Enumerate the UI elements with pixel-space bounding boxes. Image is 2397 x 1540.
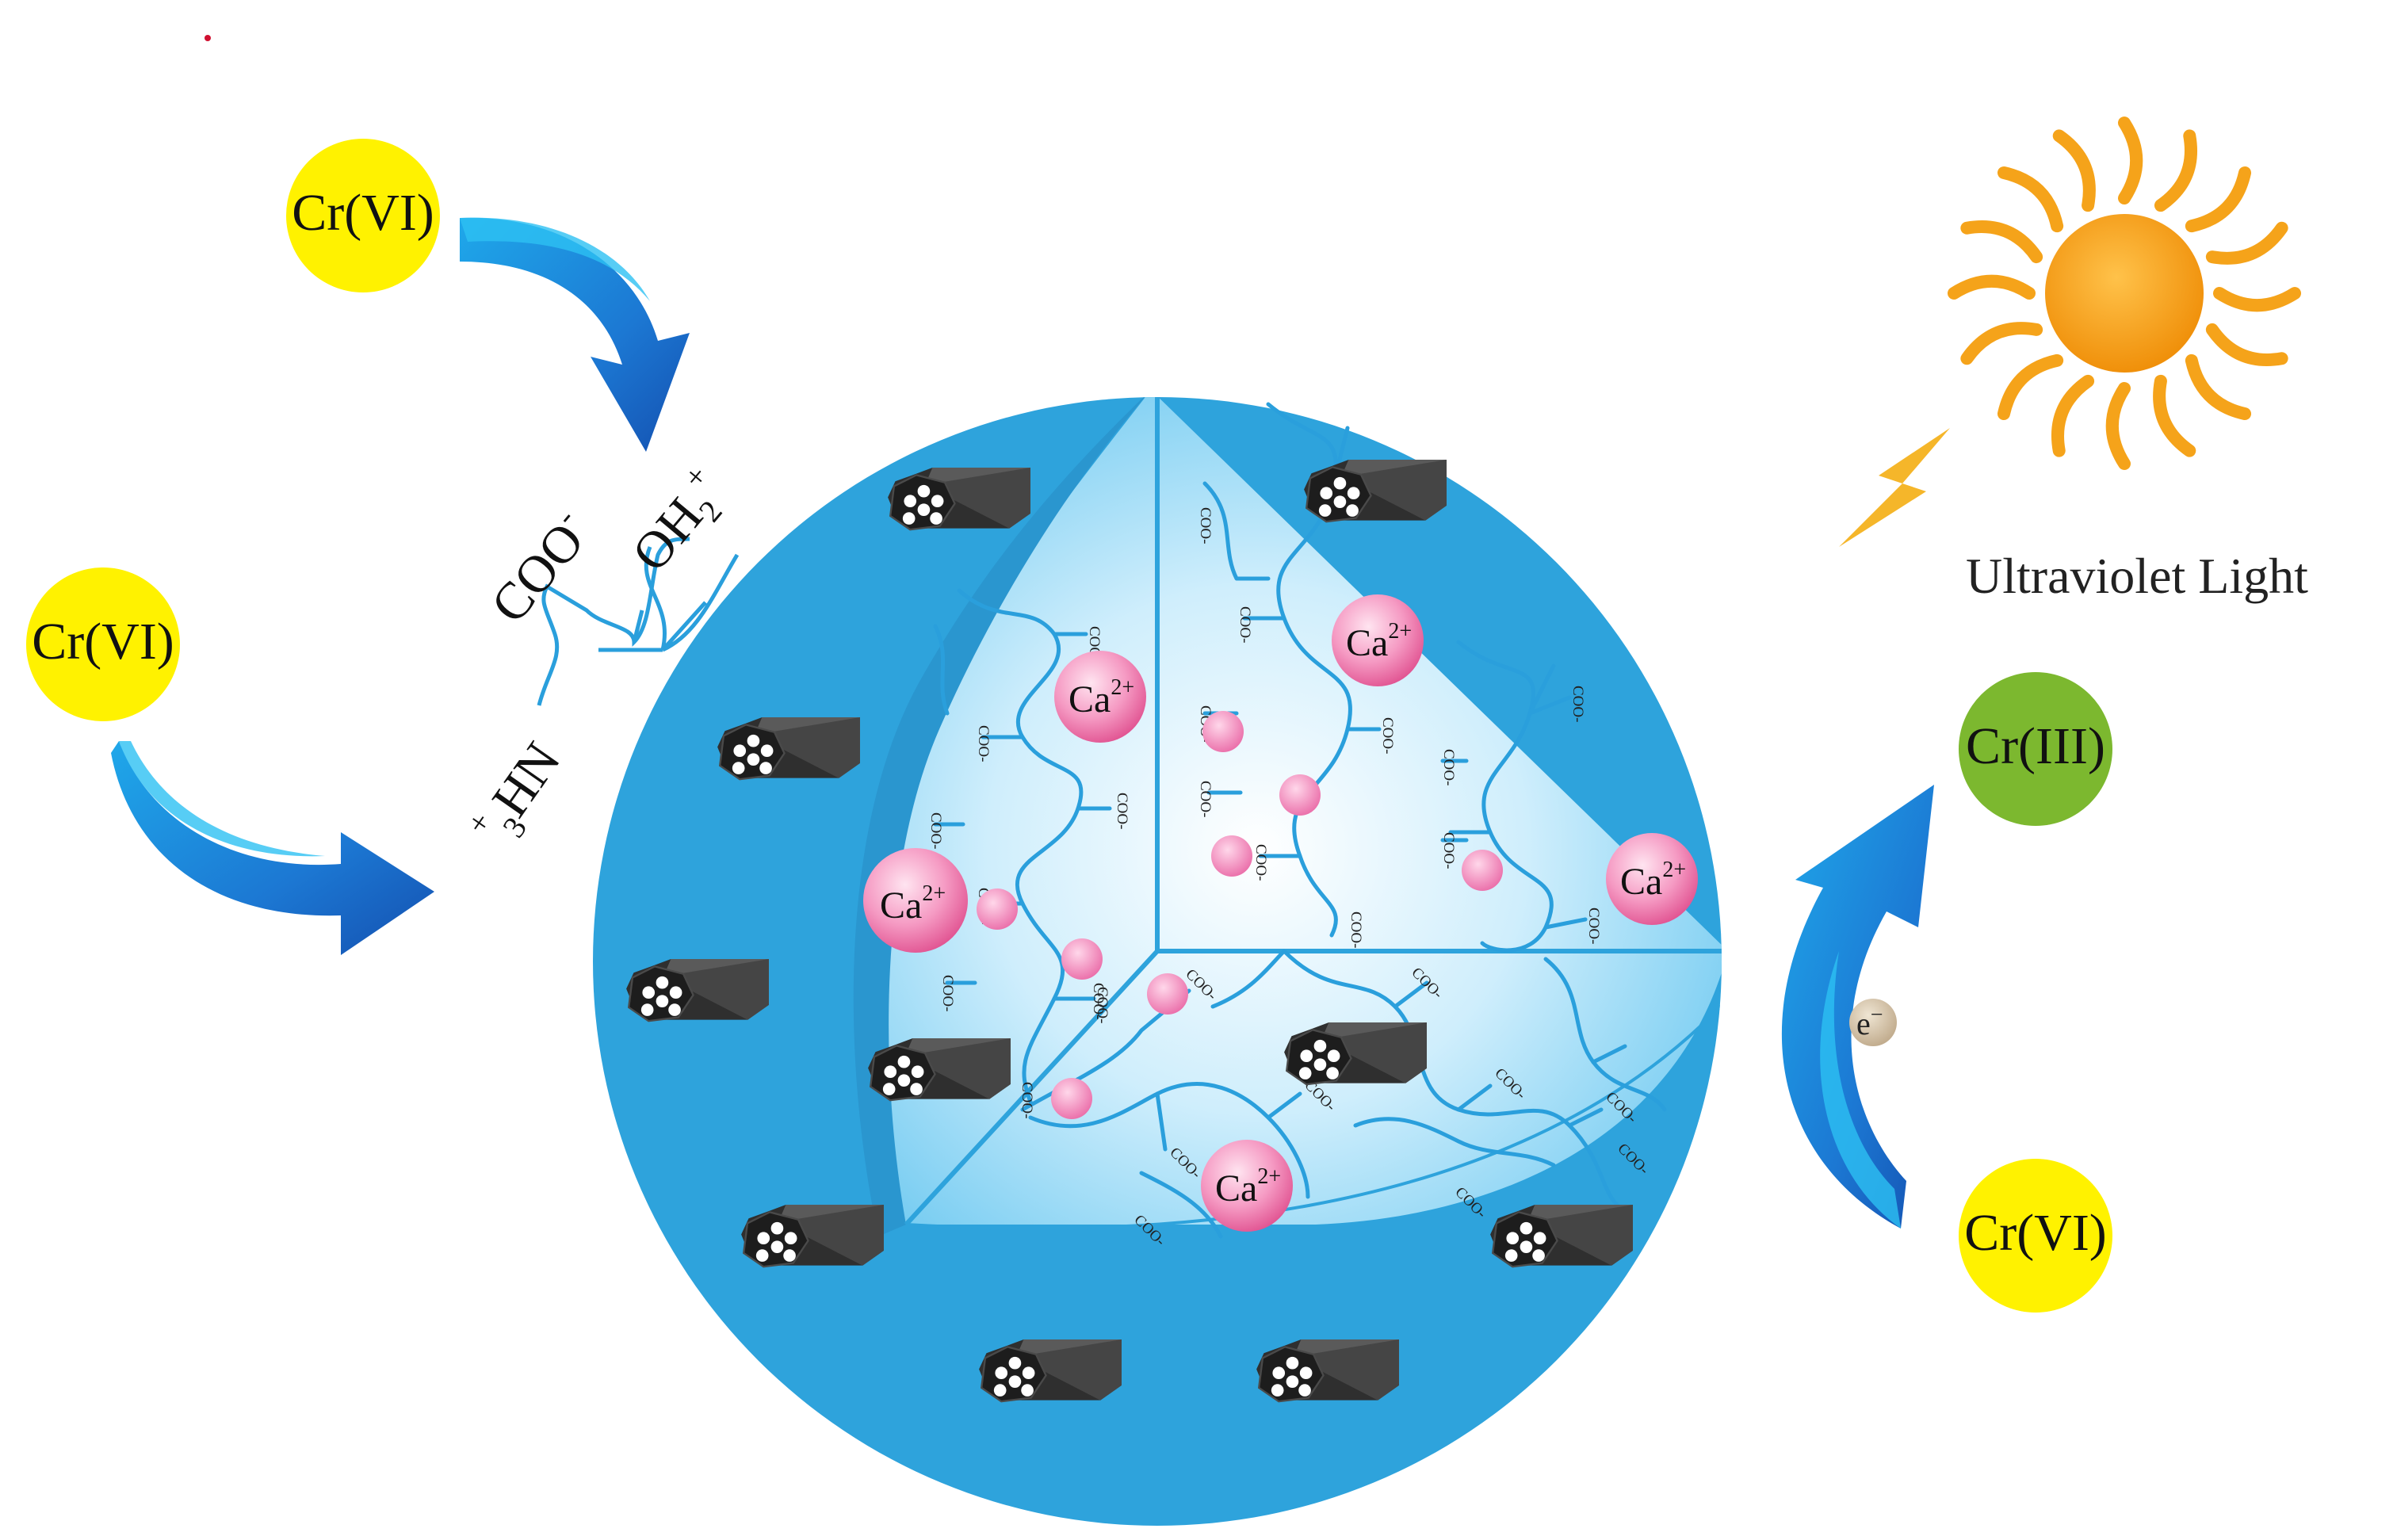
ca-ion: Ca2+ <box>1606 833 1698 925</box>
sun-ray <box>2185 353 2252 421</box>
sun-ray <box>2105 382 2131 470</box>
electron: e− <box>1849 999 1897 1046</box>
sun-ray <box>2153 374 2196 457</box>
sun-ray <box>1997 353 2064 421</box>
coo-small-label: COO- <box>1197 507 1214 544</box>
stray-dot <box>205 35 211 41</box>
coo-small-label: COO- <box>1440 749 1457 785</box>
adsorption-arrow-left <box>111 741 434 955</box>
carbon-nanotube-icon <box>1284 1022 1427 1086</box>
coo-label: COO- <box>476 501 602 634</box>
coo-small-label: COO- <box>1348 911 1364 948</box>
ca-ion: Ca2+ <box>863 848 968 953</box>
carbon-nanotube-icon <box>741 1205 884 1268</box>
svg-text:Ca2+: Ca2+ <box>1620 858 1686 903</box>
carbon-nanotube-icon <box>868 1038 1011 1102</box>
calcium-ions: Ca2+ Ca2+ Ca2+ Ca2+ Ca2+ <box>863 594 1698 1232</box>
coo-small-label: COO- <box>1197 781 1214 817</box>
sun-ray <box>2205 323 2288 366</box>
sphere-cut-edge <box>853 397 1151 1236</box>
sun-ray <box>2205 221 2288 265</box>
sun-ray <box>1997 166 2064 233</box>
svg-text:Ca2+: Ca2+ <box>1346 619 1412 664</box>
coo-small-label: COO- <box>939 975 956 1011</box>
uv-light-label: Ultraviolet Light <box>1966 548 2308 604</box>
svg-text:Ca2+: Ca2+ <box>1215 1164 1281 1209</box>
lightning-icon <box>1839 428 1950 547</box>
coo-small-label: COO- <box>1569 686 1586 722</box>
sun-ray <box>1960 322 2043 365</box>
carbon-nanotube-icon <box>626 959 769 1022</box>
svg-text:Cr(III): Cr(III) <box>1966 717 2105 775</box>
cr3-ion: Cr(III) <box>1959 672 2112 826</box>
ca-ion: Ca2+ <box>1332 594 1424 686</box>
carbon-nanotube-icon <box>888 468 1030 531</box>
sun-ray <box>2185 166 2252 233</box>
coo-small-label: COO- <box>1090 983 1107 1019</box>
coo-small-label: COO- <box>1252 844 1269 881</box>
sun-ray <box>2154 129 2197 212</box>
coo-small-label: COO- <box>1379 717 1396 754</box>
carbon-nanotube-icon <box>979 1339 1122 1403</box>
sun-ray <box>2118 117 2143 204</box>
coo-small-label: COO- <box>927 812 944 849</box>
svg-text:Cr(VI): Cr(VI) <box>32 613 174 671</box>
adsorption-arrow-top <box>460 217 690 452</box>
carbon-nanotube-icon <box>1256 1339 1399 1403</box>
coo-small-label: COO- <box>1440 832 1457 869</box>
calcium-dots <box>977 711 1503 1119</box>
coo-small-label: COO- <box>1094 987 1111 1023</box>
coo-small-label: COO- <box>1019 1082 1035 1118</box>
coo-small-label: COO- <box>1237 606 1253 643</box>
nh3-label: +3HN <box>459 730 577 858</box>
cr6-ion-left: Cr(VI) <box>26 567 180 721</box>
sun-ray <box>2213 287 2301 312</box>
sun-ray <box>1960 220 2043 264</box>
ca-ion: Ca2+ <box>1054 651 1146 743</box>
carbon-nanotube-icon <box>1304 460 1447 523</box>
svg-text:Cr(VI): Cr(VI) <box>292 184 434 242</box>
svg-text:Ca2+: Ca2+ <box>880 881 946 927</box>
sun-ray <box>2051 374 2095 457</box>
coo-small-label: COO- <box>1585 908 1602 944</box>
sun-icon <box>1948 117 2301 470</box>
cr6-ion-top: Cr(VI) <box>286 139 440 292</box>
cr6-ion-right: Cr(VI) <box>1959 1159 2112 1313</box>
coo-small-label: COO- <box>975 725 992 762</box>
carbon-nanotube-icon <box>717 717 860 781</box>
svg-text:Cr(VI): Cr(VI) <box>1964 1204 2107 1262</box>
reduction-arrow <box>1781 785 1934 1229</box>
carbon-nanotube-icon <box>1490 1205 1633 1268</box>
sun-ray <box>1948 274 2036 300</box>
ca-ion: Ca2+ <box>1201 1140 1293 1232</box>
svg-text:Ca2+: Ca2+ <box>1069 675 1134 720</box>
oh2-label: OH2+ <box>617 458 740 587</box>
sun-core <box>2045 214 2204 373</box>
sun-ray <box>2052 129 2096 212</box>
svg-text:e−: e− <box>1856 1003 1883 1041</box>
coo-small-label: COO- <box>1114 793 1130 829</box>
hydrogel-sphere <box>593 397 1722 1526</box>
